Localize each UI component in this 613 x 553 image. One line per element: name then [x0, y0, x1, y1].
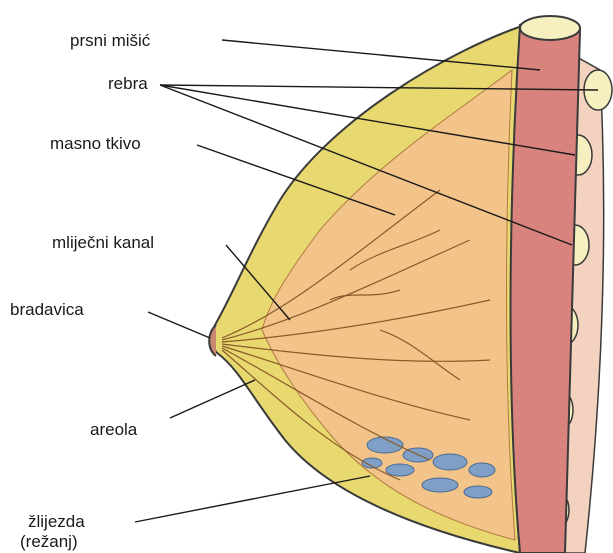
- label-milk-duct: mliječni kanal: [52, 233, 154, 253]
- label-pectoral-muscle: prsni mišić: [70, 31, 150, 51]
- label-nipple: bradavica: [10, 300, 84, 320]
- nipple: [209, 325, 216, 356]
- leader-areola: [170, 380, 255, 418]
- pectoral-muscle-top: [520, 16, 580, 40]
- label-ribs: rebra: [108, 74, 148, 94]
- label-fatty-tissue: masno tkivo: [50, 134, 141, 154]
- leader-nipple: [148, 312, 210, 338]
- label-areola: areola: [90, 420, 137, 440]
- leader-gland: [135, 476, 370, 522]
- label-gland-line1: žlijezda: [28, 512, 85, 532]
- label-gland-line2: (režanj): [20, 532, 78, 552]
